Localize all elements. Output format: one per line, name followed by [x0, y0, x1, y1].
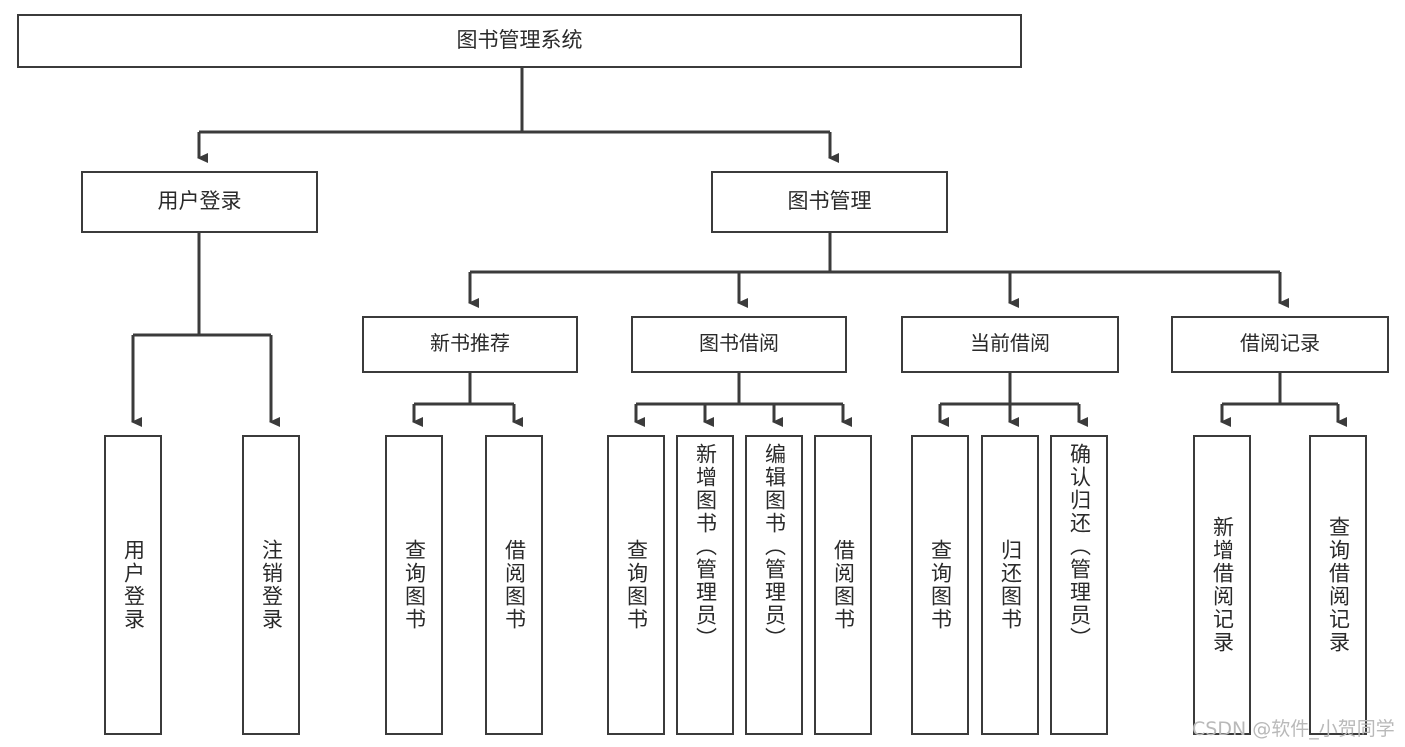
leaf-add-book-admin[interactable]: 新增图书（管理员） — [676, 435, 734, 735]
node-label: 借阅记录 — [1240, 332, 1320, 355]
leaf-return-book[interactable]: 归还图书 — [981, 435, 1039, 735]
watermark-text: CSDN @软件_小贺同学 — [1192, 718, 1395, 740]
node-root-book-management-system[interactable]: 图书管理系统 — [17, 14, 1022, 68]
leaf-user-login[interactable]: 用户登录 — [104, 435, 162, 735]
node-label: 确认归还（管理员） — [1067, 443, 1091, 650]
node-label: 查询图书 — [624, 539, 648, 631]
node-label: 用户登录 — [157, 189, 242, 213]
node-label: 编辑图书（管理员） — [762, 443, 786, 650]
node-label: 当前借阅 — [970, 332, 1050, 355]
node-label: 图书管理 — [787, 189, 872, 213]
node-new-book-recommend[interactable]: 新书推荐 — [362, 316, 578, 373]
node-label: 借阅图书 — [831, 539, 855, 631]
leaf-query-book-recommend[interactable]: 查询图书 — [385, 435, 443, 735]
node-user-login[interactable]: 用户登录 — [81, 171, 318, 233]
leaf-query-borrow-record[interactable]: 查询借阅记录 — [1309, 435, 1367, 735]
node-label: 归还图书 — [998, 539, 1022, 631]
node-label: 查询图书 — [402, 539, 426, 631]
node-label: 新增图书（管理员） — [693, 443, 717, 650]
node-label: 注销登录 — [259, 539, 283, 631]
leaf-query-book-current[interactable]: 查询图书 — [911, 435, 969, 735]
leaf-borrow-book-recommend[interactable]: 借阅图书 — [485, 435, 543, 735]
node-label: 查询图书 — [928, 539, 952, 631]
node-book-management[interactable]: 图书管理 — [711, 171, 948, 233]
leaf-query-book-borrow[interactable]: 查询图书 — [607, 435, 665, 735]
node-label: 用户登录 — [121, 539, 145, 631]
node-book-borrow[interactable]: 图书借阅 — [631, 316, 847, 373]
node-current-borrow[interactable]: 当前借阅 — [901, 316, 1119, 373]
leaf-confirm-return-admin[interactable]: 确认归还（管理员） — [1050, 435, 1108, 735]
node-label: 新书推荐 — [430, 332, 510, 355]
node-label: 图书借阅 — [699, 332, 779, 355]
node-label: 查询借阅记录 — [1326, 516, 1350, 654]
node-label: 新增借阅记录 — [1210, 516, 1234, 654]
node-label: 图书管理系统 — [456, 28, 583, 52]
leaf-borrow-book[interactable]: 借阅图书 — [814, 435, 872, 735]
leaf-logout[interactable]: 注销登录 — [242, 435, 300, 735]
leaf-add-borrow-record[interactable]: 新增借阅记录 — [1193, 435, 1251, 735]
leaf-edit-book-admin[interactable]: 编辑图书（管理员） — [745, 435, 803, 735]
node-borrow-record[interactable]: 借阅记录 — [1171, 316, 1389, 373]
node-label: 借阅图书 — [502, 539, 526, 631]
